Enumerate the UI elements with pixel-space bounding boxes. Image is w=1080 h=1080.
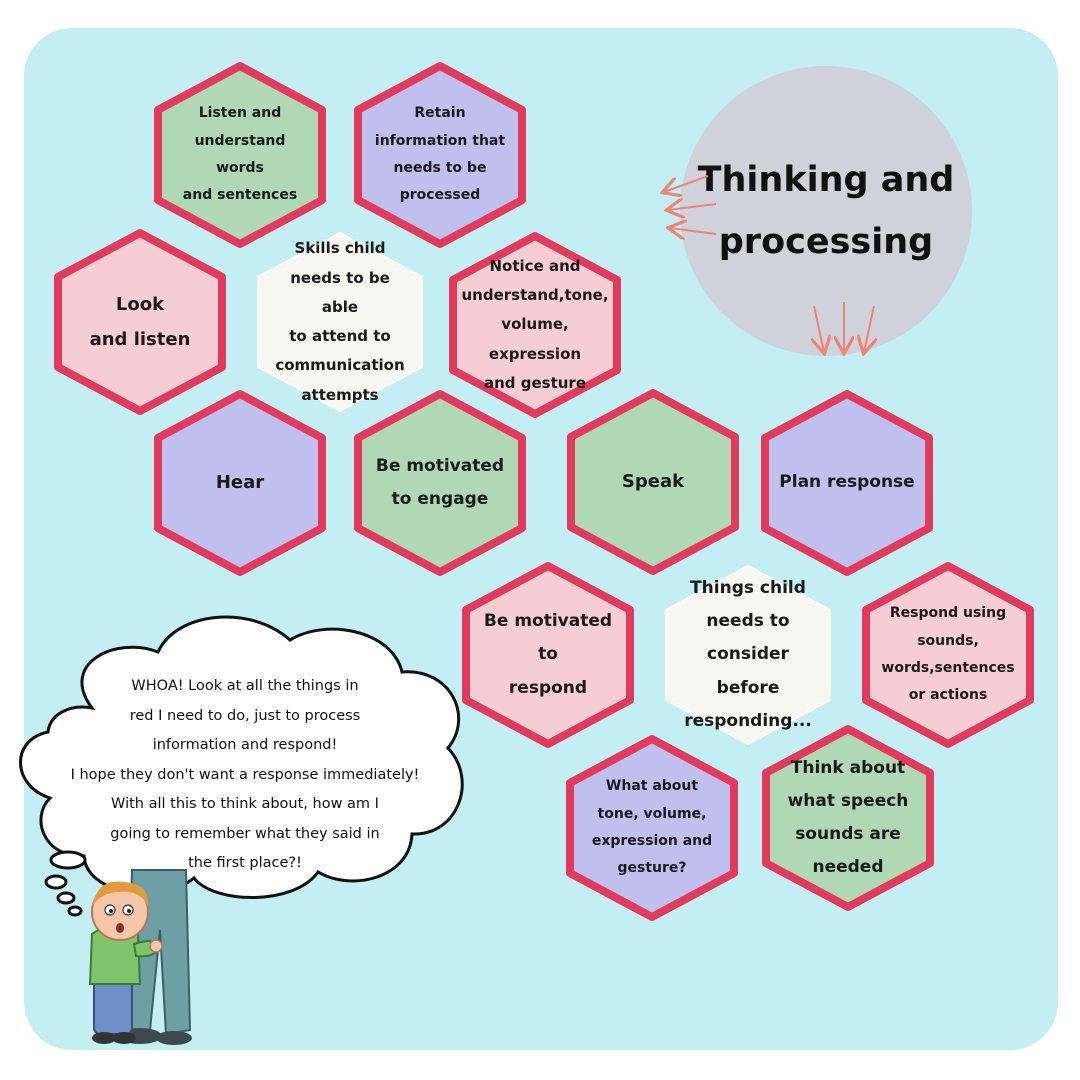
- hexagon-label: Think about what speech sounds are neede…: [787, 757, 909, 878]
- hexagon-things-consider: Things child needs to consider before re…: [660, 560, 836, 750]
- hexagon-hear: Hear: [152, 388, 328, 578]
- hexagon-shape: [354, 62, 526, 248]
- hexagon-shape: [665, 565, 831, 745]
- thought-dot-2: [44, 874, 68, 890]
- hexagon-listen-understand: Listen and understand words and sentence…: [152, 60, 328, 250]
- hexagon-shape: [462, 562, 634, 748]
- arrow-left-2: [668, 204, 717, 210]
- thought-text: WHOA! Look at all the things in red I ne…: [70, 678, 420, 871]
- hexagon-motivated-respond: Be motivated to respond: [460, 560, 636, 750]
- hexagon-shape: [761, 390, 933, 576]
- hexagon-label: Listen and understand words and sentence…: [182, 105, 298, 204]
- thought-cloud-shape: [19, 615, 464, 899]
- hexagon-shape: [154, 390, 326, 576]
- hexagon-what-about-tone: What about tone, volume, expression and …: [564, 733, 740, 923]
- hexagon-label: Things child needs to consider before re…: [684, 578, 812, 731]
- hexagon-shape: [566, 735, 738, 921]
- hexagon-shape: [257, 232, 423, 412]
- hexagon-retain-information: Retain information that needs to be proc…: [352, 60, 528, 250]
- hexagon-think-speech-sounds: Think about what speech sounds are neede…: [760, 723, 936, 913]
- hexagon-label: What about tone, volume, expression and …: [591, 778, 713, 877]
- hexagon-label: Look and listen: [89, 293, 191, 350]
- thought-dot-4: [67, 905, 83, 917]
- hexagon-label: Speak: [621, 471, 685, 493]
- title-circle: Thinking and processing: [680, 66, 972, 356]
- hexagon-label: Notice and understand,tone, volume, expr…: [461, 256, 609, 392]
- arrow-left-1: [664, 175, 709, 192]
- thought-dot-3: [56, 891, 76, 905]
- hexagon-label: Retain information that needs to be proc…: [374, 105, 506, 204]
- arrow-left-3: [670, 228, 717, 234]
- hexagon-speak: Speak: [565, 387, 741, 577]
- hexagon-label: Respond using sounds, words,sentences or…: [881, 605, 1015, 704]
- hexagon-shape: [154, 62, 326, 248]
- hexagon-shape: [449, 232, 621, 418]
- hexagon-label: Be motivated to engage: [375, 455, 505, 509]
- hexagon-motivated-engage: Be motivated to engage: [352, 388, 528, 578]
- thought-dot-1: [49, 850, 87, 870]
- hexagon-shape: [862, 562, 1034, 748]
- hexagon-shape: [762, 725, 934, 911]
- arrow-down-1: [814, 305, 824, 352]
- diagram-title: Thinking and processing: [697, 160, 955, 262]
- child-figure: [88, 881, 163, 1044]
- hexagon-shape: [354, 390, 526, 576]
- arrow-down-3: [864, 305, 874, 352]
- hexagon-label: Be motivated to respond: [483, 611, 613, 698]
- hexagon-label: Hear: [215, 472, 265, 494]
- hexagon-respond-using: Respond using sounds, words,sentences or…: [860, 560, 1036, 750]
- hexagon-shape: [54, 229, 226, 415]
- hexagon-shape: [567, 389, 739, 575]
- hexagon-notice-tone: Notice and understand,tone, volume, expr…: [447, 230, 623, 420]
- hexagon-label: Skills child needs to be able to attend …: [275, 239, 405, 404]
- hexagon-look-and-listen: Look and listen: [52, 227, 228, 417]
- hexagon-label: Plan response: [779, 472, 915, 493]
- hexagon-skills-attend: Skills child needs to be able to attend …: [252, 227, 428, 417]
- hexagon-plan-response: Plan response: [759, 388, 935, 578]
